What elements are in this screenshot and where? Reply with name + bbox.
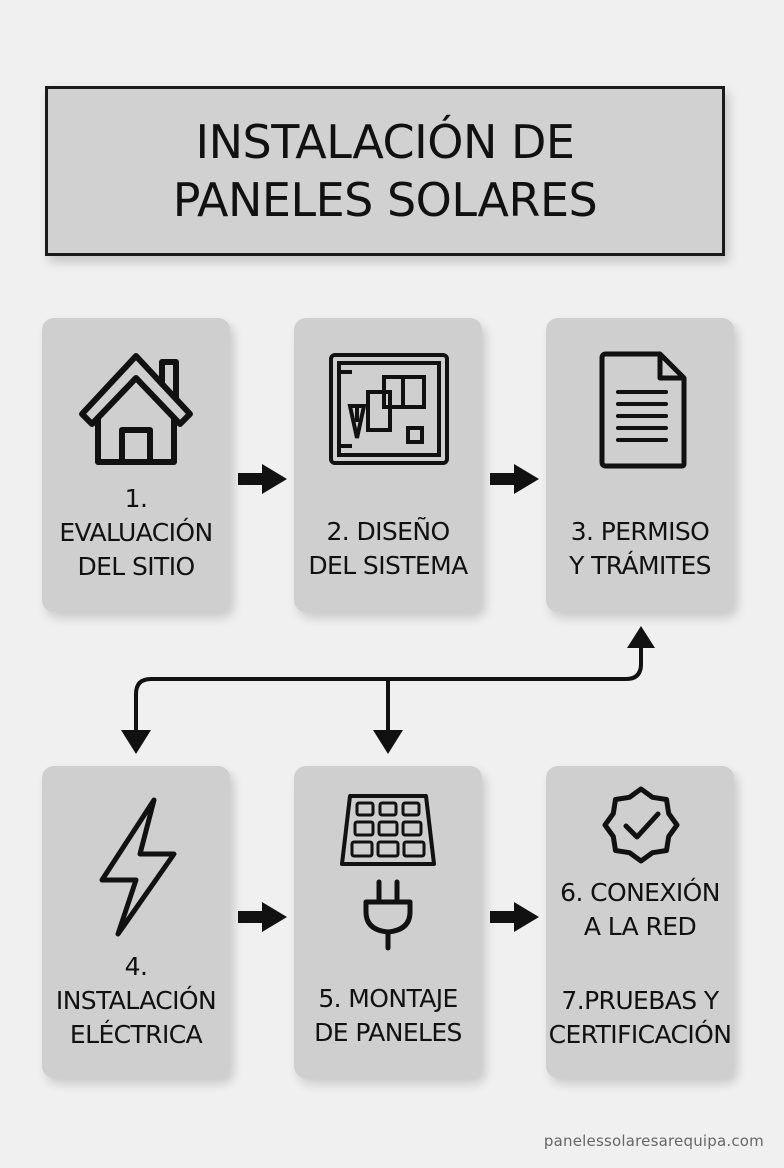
step-label-7: 7.PRUEBAS Y CERTIFICACIÓN — [548, 986, 732, 1049]
arrow-2-to-3 — [490, 464, 539, 494]
verified-badge-icon — [602, 786, 680, 864]
arrow-4-to-5 — [238, 902, 287, 932]
step-card-3: 3. PERMISO Y TRÁMITES — [546, 318, 734, 612]
arrowhead-up-to-3 — [627, 626, 655, 648]
solar-panel-icon — [340, 794, 436, 866]
plug-icon — [363, 879, 413, 951]
title-line-1: INSTALACIÓN DE — [195, 115, 575, 169]
step-card-5: 5. MONTAJE DE PANELES — [294, 766, 482, 1078]
step-card-6: 6. CONEXIÓN A LA RED 7.PRUEBAS Y CERTIFI… — [546, 766, 734, 1078]
branch-connector — [134, 646, 643, 732]
arrow-1-to-2 — [238, 464, 287, 494]
title-box: INSTALACIÓN DE PANELES SOLARES — [45, 86, 725, 256]
step-label-4: 4. INSTALACIÓN ELÉCTRICA — [55, 952, 217, 1049]
arrow-5-to-6 — [490, 902, 539, 932]
step-label-1: 1. EVALUACIÓN DEL SITIO — [59, 484, 213, 581]
arrowhead-down-to-4 — [121, 730, 151, 754]
lightning-icon — [99, 797, 177, 937]
title-line-2: PANELES SOLARES — [172, 173, 598, 227]
step-card-2: 2. DISEÑO DEL SISTEMA — [294, 318, 482, 612]
blueprint-icon — [329, 353, 449, 465]
step-card-1: 1. EVALUACIÓN DEL SITIO — [42, 318, 230, 612]
step-label-2: 2. DISEÑO DEL SISTEMA — [308, 517, 468, 580]
step-label-6: 6. CONEXIÓN A LA RED — [560, 878, 720, 941]
website-watermark: panelessolaresarequipa.com — [543, 1132, 764, 1150]
arrowhead-down-to-5 — [373, 730, 403, 754]
document-icon — [599, 351, 687, 469]
step-label-5: 5. MONTAJE DE PANELES — [314, 984, 462, 1047]
step-card-4: 4. INSTALACIÓN ELÉCTRICA — [42, 766, 230, 1078]
house-icon — [79, 353, 193, 465]
step-label-3: 3. PERMISO Y TRÁMITES — [569, 517, 711, 580]
